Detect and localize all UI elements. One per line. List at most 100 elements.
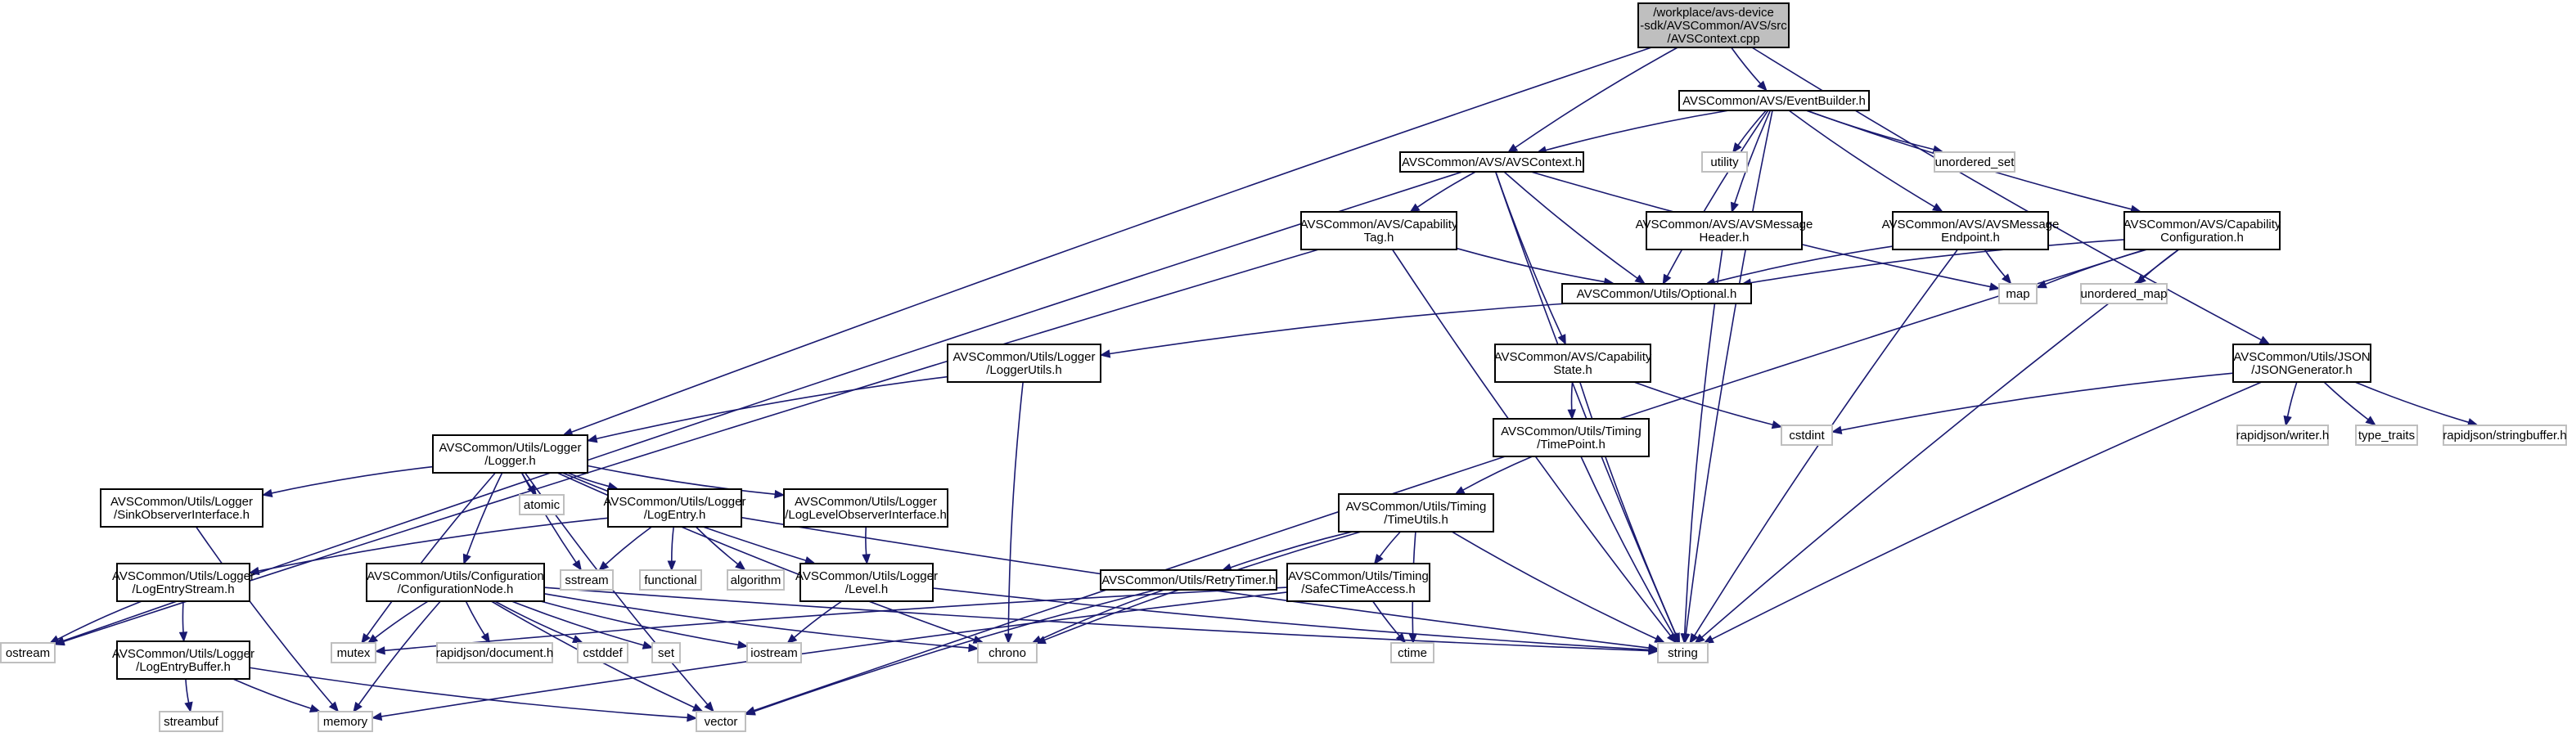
node-type_traits[interactable]: type_traits bbox=[2355, 425, 2418, 446]
edge-capconfig-to-vector bbox=[744, 249, 2146, 715]
edge-line bbox=[1683, 249, 1723, 635]
edge-captag-to-optional bbox=[1456, 247, 1615, 286]
node-algorithm[interactable]: algorithm bbox=[727, 569, 785, 591]
node-box bbox=[560, 569, 614, 591]
edge-logentry-to-sstream bbox=[598, 526, 652, 572]
edge-sinkobserver-to-memory bbox=[195, 526, 340, 712]
edge-eventbuilder-to-msgendpoint bbox=[1788, 110, 1943, 213]
edge-line bbox=[1379, 531, 1402, 558]
edge-logger-to-sstream bbox=[520, 472, 582, 571]
node-label-line: map bbox=[2006, 287, 2029, 301]
edge-line bbox=[182, 600, 184, 633]
node-functional[interactable]: functional bbox=[639, 569, 702, 591]
edge-line bbox=[1805, 110, 1934, 151]
edge-capstate-to-cstdint bbox=[1633, 381, 1783, 429]
node-iostream[interactable]: iostream bbox=[746, 642, 802, 663]
node-label-line: /TimePoint.h bbox=[1537, 438, 1605, 452]
node-box bbox=[2232, 344, 2371, 383]
node-unordered_map[interactable]: unordered_map bbox=[2080, 283, 2168, 304]
node-memory[interactable]: memory bbox=[317, 711, 373, 732]
node-label-line: atomic bbox=[524, 498, 561, 512]
edge-logentrybuffer-to-vector bbox=[249, 667, 698, 722]
edge-arrowhead bbox=[598, 560, 610, 572]
node-utility[interactable]: utility bbox=[1701, 151, 1748, 173]
node-eventbuilder[interactable]: AVSCommon/AVS/EventBuilder.h bbox=[1678, 90, 1870, 111]
edge-arrowhead bbox=[667, 560, 677, 572]
node-ctime[interactable]: ctime bbox=[1390, 642, 1434, 663]
node-box bbox=[651, 642, 681, 663]
node-mutex[interactable]: mutex bbox=[331, 642, 376, 663]
node-loglevelobserver[interactable]: AVSCommon/Utils/Logger/LogLevelObserverI… bbox=[783, 488, 948, 528]
edge-line bbox=[1685, 110, 1773, 635]
node-box bbox=[1390, 642, 1434, 663]
edge-line bbox=[1580, 456, 1674, 636]
node-label-line: /Level.h bbox=[845, 582, 889, 596]
node-loggerutils[interactable]: AVSCommon/Utils/Logger/LoggerUtils.h bbox=[947, 344, 1101, 383]
node-set[interactable]: set bbox=[651, 642, 681, 663]
node-sinkobserver[interactable]: AVSCommon/Utils/Logger/SinkObserverInter… bbox=[100, 488, 263, 528]
node-box bbox=[331, 642, 376, 663]
node-cstddef[interactable]: cstddef bbox=[577, 642, 628, 663]
edge-line bbox=[1711, 381, 2263, 640]
node-logentrybuffer[interactable]: AVSCommon/Utils/Logger/LogEntryBuffer.h bbox=[112, 640, 254, 680]
node-vector[interactable]: vector bbox=[696, 711, 746, 732]
node-box bbox=[977, 642, 1038, 663]
edge-loggerutils-to-logger bbox=[586, 375, 948, 443]
node-jsongen[interactable]: AVSCommon/Utils/JSON/JSONGenerator.h bbox=[2232, 344, 2371, 383]
node-box bbox=[436, 642, 553, 663]
edge-timepoint-to-timeutils bbox=[1453, 456, 1533, 496]
edge-arrowhead bbox=[1506, 143, 1519, 154]
node-safectime[interactable]: AVSCommon/Utils/Timing/SafeCTimeAccess.h bbox=[1286, 563, 1430, 602]
node-string[interactable]: string bbox=[1657, 642, 1709, 663]
node-root[interactable]: /workplace/avs-device-sdk/AVSCommon/AVS/… bbox=[1637, 2, 1790, 48]
node-atomic[interactable]: atomic bbox=[519, 494, 565, 515]
node-label-line: rapidjson/document.h bbox=[436, 646, 553, 660]
edge-line bbox=[258, 517, 609, 572]
node-streambuf[interactable]: streambuf bbox=[159, 711, 223, 732]
node-confignode[interactable]: AVSCommon/Utils/Configuration/Configurat… bbox=[366, 563, 545, 602]
node-map[interactable]: map bbox=[1998, 283, 2038, 304]
node-box bbox=[2080, 283, 2168, 304]
edge-logentrybuffer-to-streambuf bbox=[184, 678, 193, 713]
edge-arrowhead bbox=[691, 703, 704, 712]
node-box bbox=[947, 344, 1101, 383]
node-box bbox=[100, 488, 263, 528]
edge-line bbox=[358, 600, 441, 705]
node-label-line: Endpoint.h bbox=[1941, 231, 2000, 245]
node-level[interactable]: AVSCommon/Utils/Logger/Level.h bbox=[795, 563, 938, 602]
node-sstream[interactable]: sstream bbox=[560, 569, 614, 591]
node-timeutils[interactable]: AVSCommon/Utils/Timing/TimeUtils.h bbox=[1338, 493, 1494, 533]
edge-arrowhead bbox=[1988, 282, 2001, 291]
node-unordered_set[interactable]: unordered_set bbox=[1934, 151, 2015, 173]
edge-line bbox=[2286, 381, 2298, 417]
node-label-line: AVSCommon/AVS/Capability bbox=[1300, 218, 1458, 231]
node-avscontext[interactable]: AVSCommon/AVS/AVSContext.h bbox=[1399, 151, 1584, 173]
node-logger[interactable]: AVSCommon/Utils/Logger/Logger.h bbox=[432, 434, 588, 474]
node-cstdint[interactable]: cstdint bbox=[1781, 425, 1833, 446]
edge-logger-to-loglevelobserver bbox=[587, 465, 786, 499]
node-label-line: cstddef bbox=[583, 646, 623, 660]
node-logentrystream[interactable]: AVSCommon/Utils/Logger/LogEntryStream.h bbox=[112, 563, 254, 602]
node-ostream[interactable]: ostream bbox=[0, 642, 56, 663]
node-chrono[interactable]: chrono bbox=[977, 642, 1038, 663]
node-label-line: mutex bbox=[337, 646, 371, 660]
node-timepoint[interactable]: AVSCommon/Utils/Timing/TimePoint.h bbox=[1493, 418, 1650, 457]
edge-arrowhead bbox=[1408, 633, 1417, 645]
node-logentry[interactable]: AVSCommon/Utils/Logger/LogEntry.h bbox=[604, 488, 746, 528]
node-rj_document[interactable]: rapidjson/document.h bbox=[436, 642, 553, 663]
node-label-line: Tag.h bbox=[1364, 231, 1394, 245]
edge-arrowhead bbox=[367, 634, 379, 645]
node-label-line: AVSCommon/Utils/Logger bbox=[795, 495, 937, 509]
node-box bbox=[727, 569, 785, 591]
node-label-line: chrono bbox=[989, 646, 1026, 660]
node-rj_writer[interactable]: rapidjson/writer.h bbox=[2236, 425, 2329, 446]
node-rj_stringbuffer[interactable]: rapidjson/stringbuffer.h bbox=[2443, 425, 2567, 446]
node-retrytimer[interactable]: AVSCommon/Utils/RetryTimer.h bbox=[1100, 569, 1277, 591]
node-optional[interactable]: AVSCommon/Utils/Optional.h bbox=[1561, 283, 1752, 304]
